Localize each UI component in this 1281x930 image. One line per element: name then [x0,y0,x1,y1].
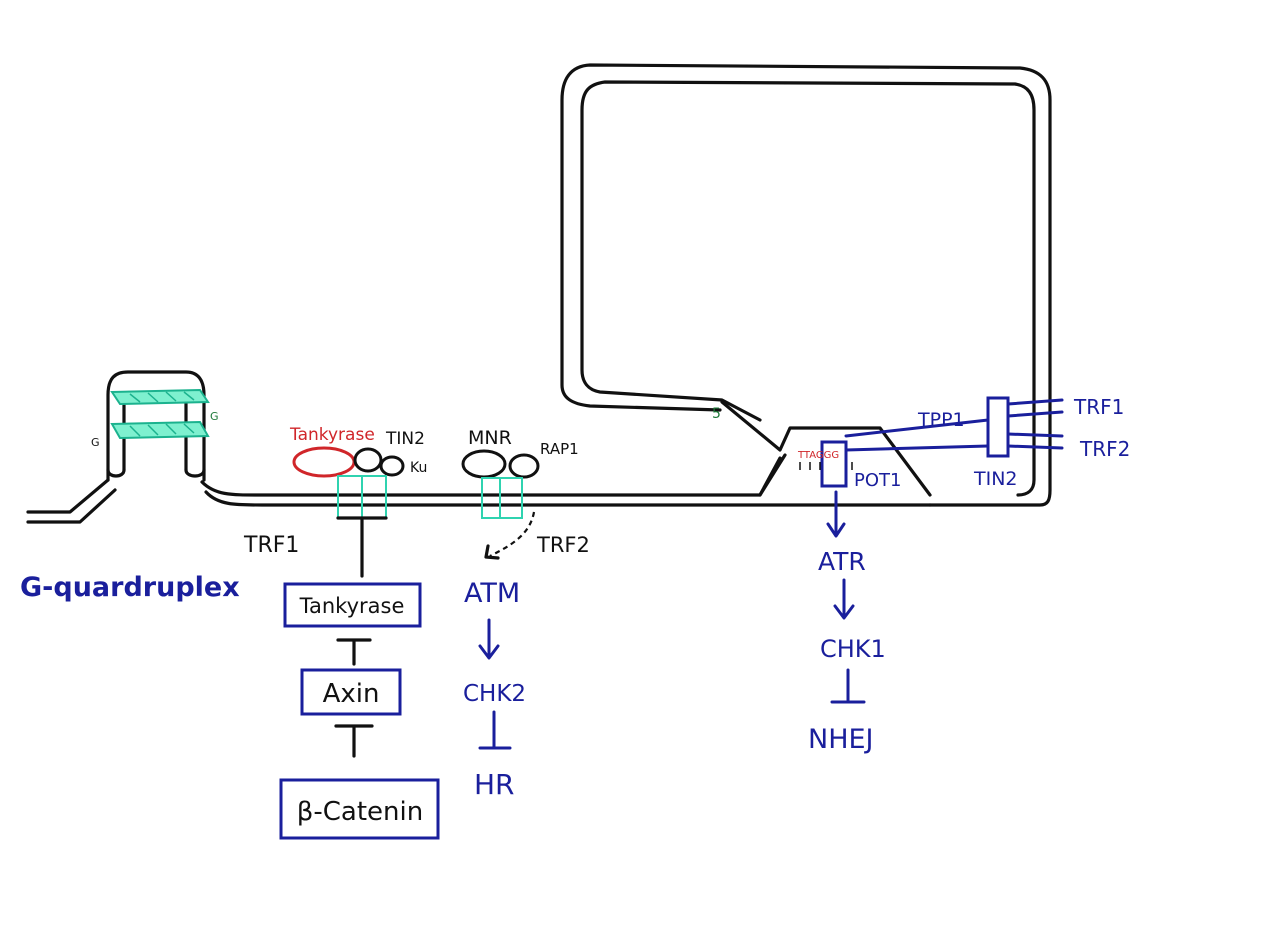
pathway-left: Tankyrase Axin β-Catenin [279,516,440,840]
t-loop-complex: 5 TTAGGG POT1 TPP1 TIN2 TRF1 TRF2 [712,395,1130,491]
g4-bottom-left [106,468,126,478]
dna-left-strand-upper [26,478,110,514]
dna-main-strand-lower [204,490,932,507]
tin2-right-box [986,396,1010,458]
chk1-label: CHK1 [820,635,886,663]
arrow-pot1-atr [826,490,846,538]
trf1-right-label: TRF1 [1073,395,1124,419]
axin-box-label: Axin [323,679,380,709]
tin2-link [844,444,990,452]
atm-label: ATM [464,578,520,609]
g-quadruplex: G G G-quardruplex [20,370,240,603]
g4-left-arm [106,370,206,482]
trf1-binding-box-1 [337,475,363,519]
dashed-trf2-atm [489,511,536,557]
rap1-oval [508,453,540,479]
trf2-complex: MNR RAP1 TRF2 [461,427,590,557]
tpp1-link [844,418,990,438]
inhibit-chk2-hr [478,710,512,750]
pathway-right: ATR CHK1 NHEJ [808,490,886,755]
mnr-label: MNR [468,427,512,449]
tankyrase-label: Tankyrase [289,425,375,445]
hr-label: HR [474,768,515,801]
trf2-right-label: TRF2 [1079,437,1130,461]
g-tetrad-top [110,388,210,406]
axin-box [300,668,402,716]
g4-label-g-right: G [210,410,219,423]
trf2-binding-box-1 [481,477,501,519]
pot1-label: POT1 [854,470,901,491]
ku-oval [379,455,405,477]
g-tetrad-bottom [110,420,210,440]
arrow-atm-chk2 [478,618,500,660]
arrow-atr-chk1 [833,578,855,620]
dna-left-strand-lower [26,488,117,524]
g4-bottom-right [184,468,206,478]
tankyrase-box [283,582,422,628]
trf2-binding-box-2 [499,477,523,519]
d-loop-upper [720,400,932,497]
trf1-complex: Tankyrase TIN2 Ku TRF1 [243,425,427,558]
catenin-box-label: β-Catenin [297,797,423,827]
d-loop-lower [758,456,782,497]
mnr-oval [461,449,507,479]
trf1-left-label: TRF1 [243,533,299,558]
inhibit-tankyrase-axin [336,638,372,666]
inhibit-trf1-tankyrase [336,516,388,578]
tankyrase-box-label: Tankyrase [299,594,405,618]
g-quadruplex-label: G-quardruplex [20,572,240,603]
trf2-right-bar [1006,432,1064,450]
rap1-label: RAP1 [540,440,579,458]
pot1-box [820,440,848,488]
inhibit-chk1-nhej [830,668,866,704]
dna-main-strand-upper [200,453,787,497]
ku-label: Ku [410,460,427,476]
dna-return-strand [560,63,1052,507]
pathway-mid: ATM CHK2 HR [463,511,536,801]
tpp1-label: TPP1 [917,409,965,431]
tin2-oval-left [353,447,383,473]
trf2-mid-label: TRF2 [536,533,590,557]
inhibit-axin-catenin [334,724,374,758]
g4-label-g-left: G [91,436,100,449]
ttaggg-label: TTAGGG [797,450,839,461]
trf1-right-bar [1006,398,1064,418]
dna-loop-inner-strand [580,80,1036,497]
five-prime-label: 5 [712,406,721,422]
trf1-binding-box-2 [361,475,387,519]
atr-label: ATR [818,547,866,576]
chk2-label: CHK2 [463,681,526,707]
arrowhead-atm [484,544,500,560]
tankyrase-oval [292,446,356,478]
catenin-box [279,778,440,840]
tin2-left-label: TIN2 [385,429,425,449]
nhej-label: NHEJ [808,724,874,755]
dna-strands [26,63,1052,524]
tin2-right-label: TIN2 [973,468,1018,490]
